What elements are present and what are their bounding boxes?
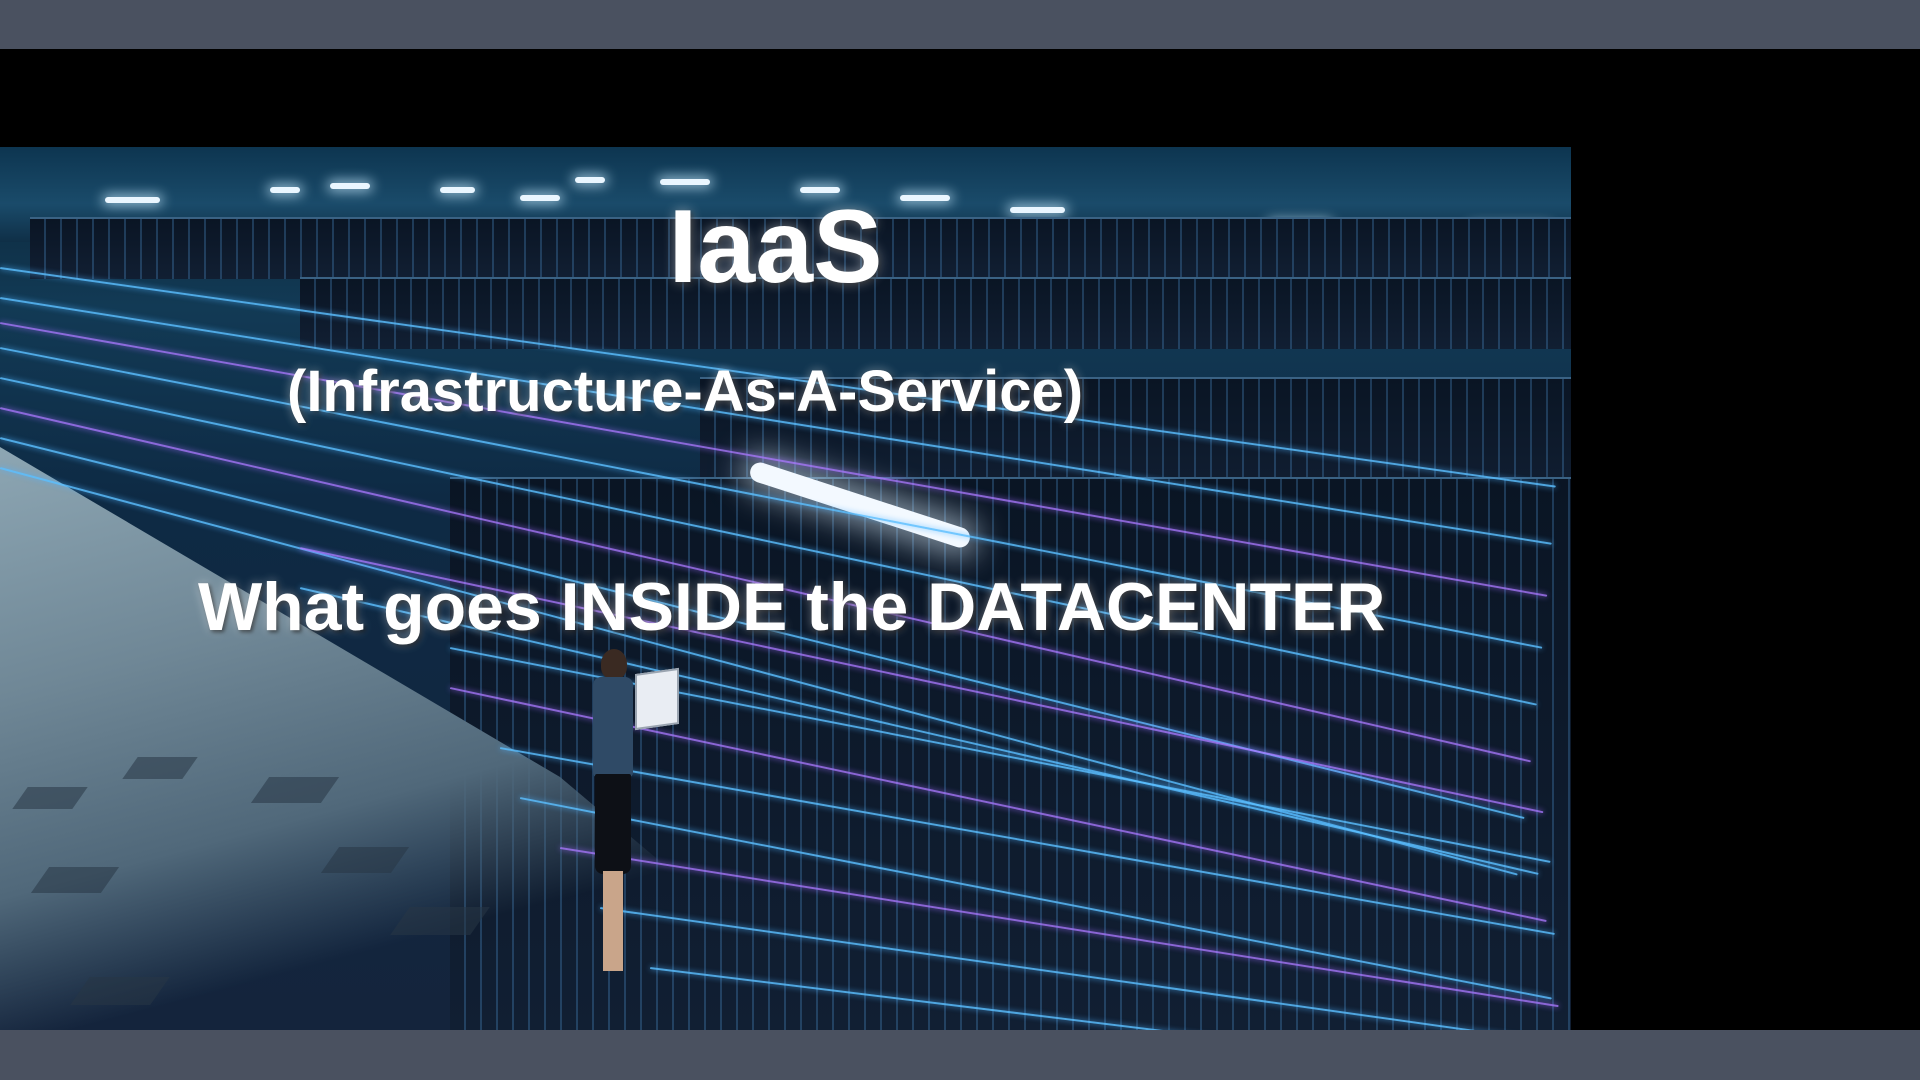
woman-with-laptop-figure (585, 649, 679, 979)
slide-subtitle: (Infrastructure-As-A-Service) (287, 359, 1084, 424)
slide-title: IaaS (668, 189, 883, 305)
person-head (601, 649, 627, 679)
presentation-slide: IaaS (Infrastructure-As-A-Service) What … (0, 147, 1571, 1030)
server-rack-row (300, 277, 1571, 349)
person-legs (603, 871, 623, 971)
laptop-icon (635, 667, 679, 731)
person-skirt (595, 774, 631, 874)
video-player-area: IaaS (Infrastructure-As-A-Service) What … (0, 49, 1920, 1030)
person-torso (593, 677, 633, 777)
server-rack-row (30, 217, 1571, 279)
slide-caption: What goes INSIDE the DATACENTER (198, 569, 1386, 645)
